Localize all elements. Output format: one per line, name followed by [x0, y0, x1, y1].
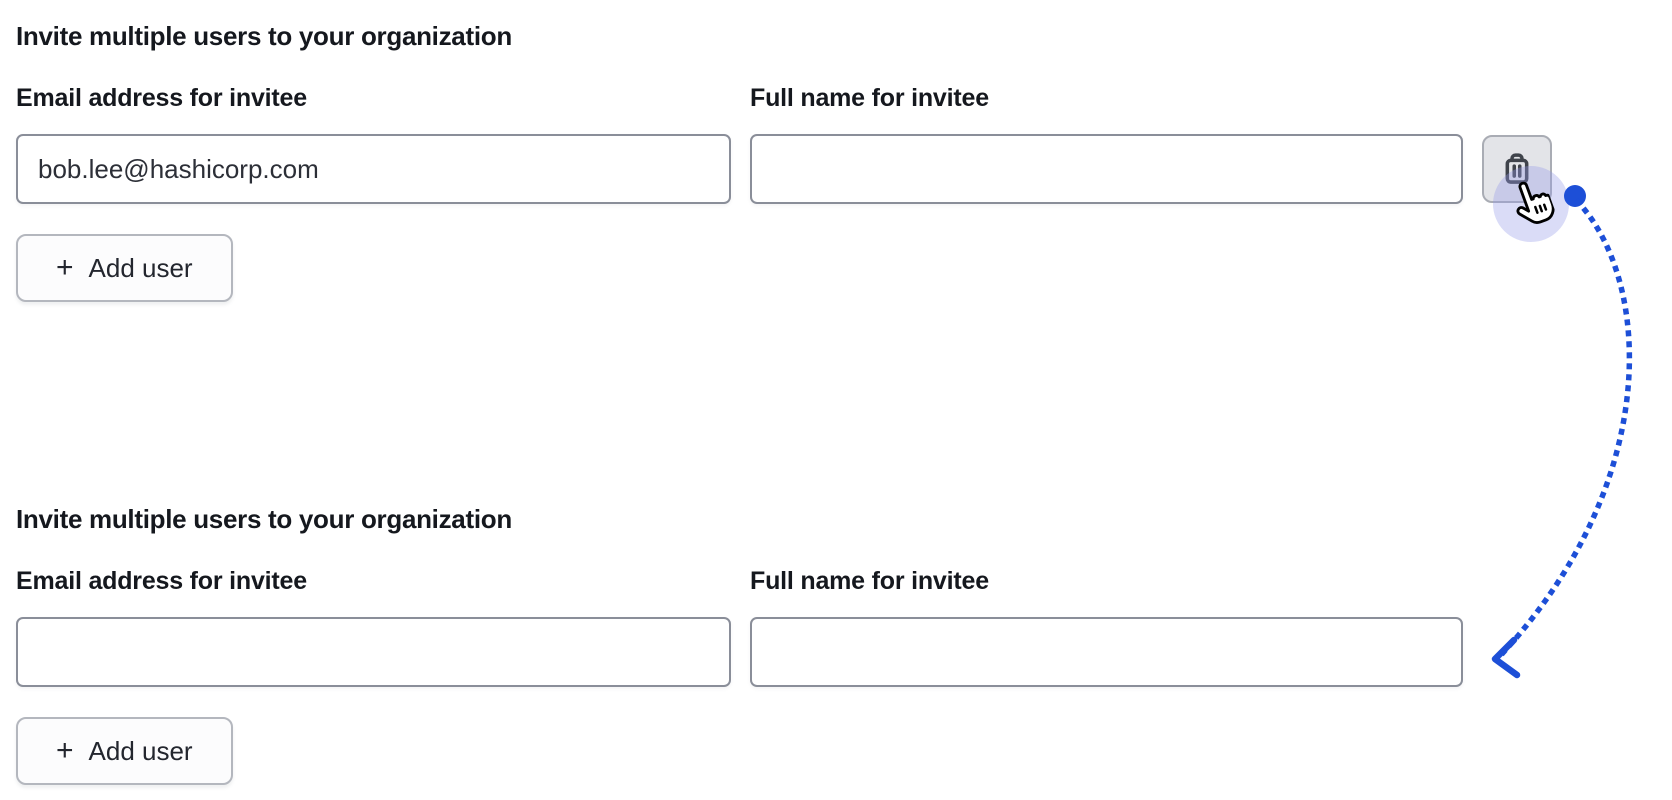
invite-form-before: Invite multiple users to your organizati… — [16, 21, 1672, 302]
add-user-label: Add user — [88, 252, 193, 283]
field-labels-row: Email address for invitee Full name for … — [16, 567, 1672, 595]
email-input[interactable] — [16, 134, 731, 204]
field-labels-row: Email address for invitee Full name for … — [16, 84, 1672, 112]
invite-form-after: Invite multiple users to your organizati… — [16, 504, 1672, 785]
add-user-button[interactable]: + Add user — [16, 717, 233, 785]
add-user-label: Add user — [88, 735, 193, 766]
plus-icon: + — [56, 734, 74, 767]
plus-icon: + — [56, 251, 74, 284]
full-name-label: Full name for invitee — [750, 567, 989, 595]
email-label: Email address for invitee — [16, 567, 307, 595]
full-name-input[interactable] — [750, 617, 1463, 687]
full-name-label: Full name for invitee — [750, 84, 989, 112]
add-user-button[interactable]: + Add user — [16, 234, 233, 302]
email-label: Email address for invitee — [16, 84, 307, 112]
page-title: Invite multiple users to your organizati… — [16, 21, 512, 51]
full-name-input[interactable] — [750, 134, 1463, 204]
page-title: Invite multiple users to your organizati… — [16, 504, 512, 534]
invitee-row — [16, 617, 1672, 687]
email-input[interactable] — [16, 617, 731, 687]
invitee-row — [16, 134, 1672, 204]
trash-icon — [1501, 152, 1533, 186]
delete-row-button[interactable] — [1482, 135, 1552, 203]
section-divider-space — [16, 302, 1672, 504]
